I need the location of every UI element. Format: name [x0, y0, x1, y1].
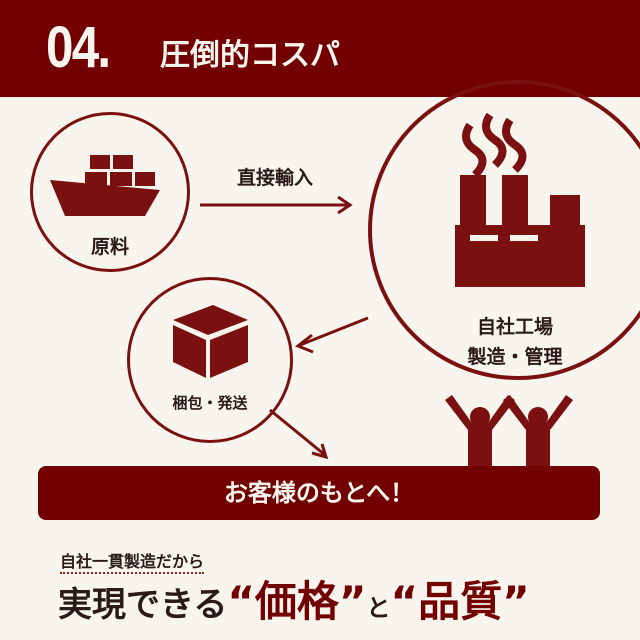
headline-quality: “品質” [390, 577, 530, 626]
headline-prefix: 実現できる [58, 585, 228, 625]
people-cheering-icon [445, 395, 573, 467]
customer-banner: お客様のもとへ！ [38, 466, 600, 520]
material-label: 原料 [90, 236, 129, 258]
shipping-circle [127, 277, 293, 443]
section-title: 圧倒的コスパ [160, 38, 340, 73]
shipping-label: 梱包・発送 [172, 394, 248, 412]
factory-icon [455, 112, 585, 287]
factory-circle [368, 80, 640, 380]
factory-line2: 製造・管理 [467, 346, 563, 368]
footer-headline: 実現できる“価格”と“品質” [58, 568, 530, 629]
headline-price: “価格” [227, 577, 367, 626]
factory-label: 自社工場 製造・管理 [450, 312, 580, 372]
header-bar: 04. 圧倒的コスパ [0, 0, 640, 97]
material-circle [30, 112, 190, 272]
factory-line1: 自社工場 [476, 316, 553, 338]
import-label: 直接輸入 [236, 167, 313, 189]
section-number: 04. [46, 15, 111, 80]
ship-icon [50, 155, 160, 216]
footer-subtitle: 自社一貫製造だから [60, 548, 205, 574]
box-icon [173, 305, 248, 378]
headline-and: と [366, 594, 391, 622]
